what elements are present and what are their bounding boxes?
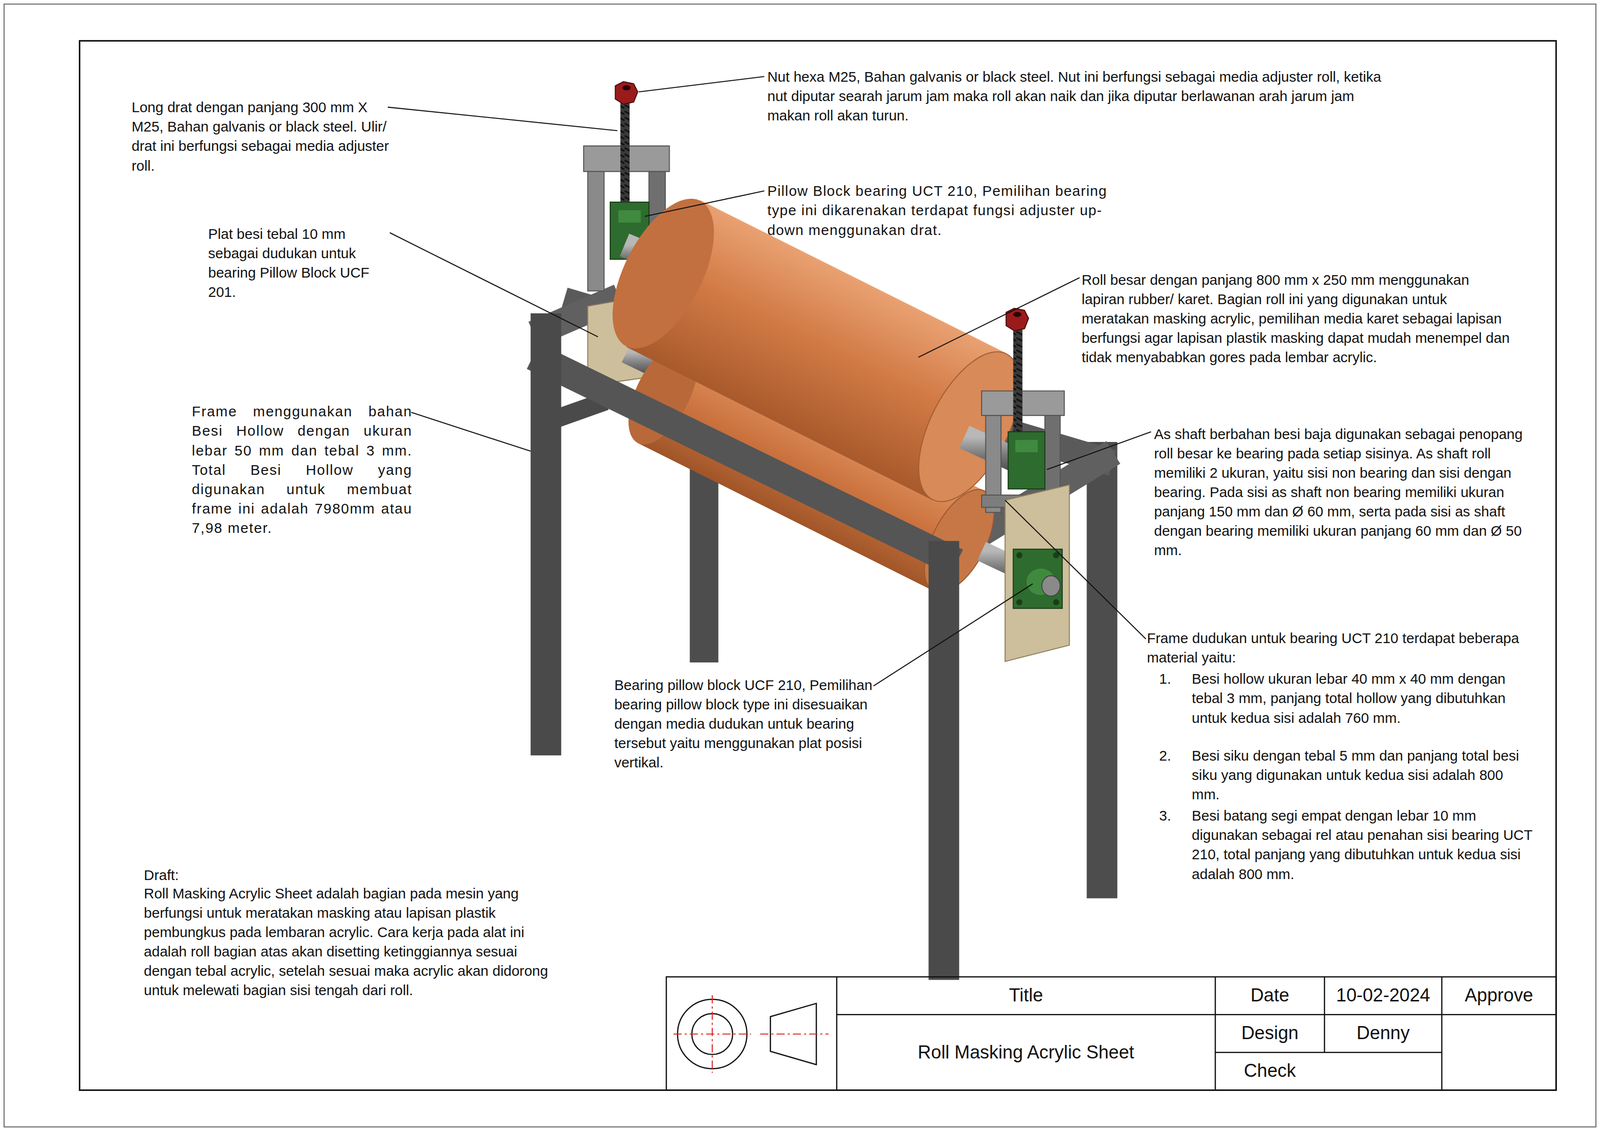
title-block-cell: 10-02-2024 — [1324, 976, 1442, 1015]
title-block-cell: Title — [836, 976, 1216, 1015]
title-block-cell: Denny — [1324, 1014, 1442, 1053]
callout-note: 2. — [1159, 746, 1184, 766]
callout-note: Besi siku dengan tebal 5 mm dan panjang … — [1191, 746, 1534, 805]
title-block-cell: Design — [1215, 1014, 1325, 1053]
projection-symbol — [673, 995, 829, 1073]
callout-note: Roll besar dengan panjang 800 mm x 250 m… — [1081, 270, 1516, 368]
title-block-cell: Approve — [1441, 976, 1556, 1015]
callout-note: Draft: — [144, 865, 267, 885]
callout-note: Nut hexa M25, Bahan galvanis or black st… — [767, 67, 1400, 126]
callout-note: Plat besi tebal 10 mm sebagai dudukan un… — [208, 224, 391, 302]
callout-note: 3. — [1159, 806, 1184, 826]
right-adjuster-frame — [981, 308, 1065, 513]
title-block-cell: Date — [1215, 976, 1325, 1015]
callout-note: Frame dudukan untuk bearing UCT 210 terd… — [1146, 628, 1545, 668]
callout-note: Bearing pillow block UCF 210, Pemilihan … — [614, 675, 878, 773]
callout-note: Frame menggunakan bahan Besi Hollow deng… — [191, 402, 413, 539]
callout-note: As shaft berbahan besi baja digunakan se… — [1154, 424, 1527, 561]
frame-front — [545, 328, 944, 965]
callout-note: Besi hollow ukuran lebar 40 mm x 40 mm d… — [1191, 669, 1534, 728]
title-block — [666, 976, 1556, 1090]
right-bearing-plate — [1005, 484, 1070, 662]
callout-note: Roll Masking Acrylic Sheet adalah bagian… — [144, 883, 558, 1001]
callout-note: Besi batang segi empat dengan lebar 10 m… — [1191, 806, 1534, 884]
callout-note: 1. — [1159, 669, 1184, 690]
sheet-border — [3, 3, 1596, 1127]
leader-lines — [387, 76, 1152, 686]
callout-note: Pillow Block bearing UCT 210, Pemilihan … — [767, 181, 1120, 240]
title-block-cell: Roll Masking Acrylic Sheet — [836, 1014, 1216, 1090]
callout-note: Long drat dengan panjang 300 mm X M25, B… — [131, 98, 397, 176]
title-block-cell: Check — [1215, 1052, 1325, 1090]
